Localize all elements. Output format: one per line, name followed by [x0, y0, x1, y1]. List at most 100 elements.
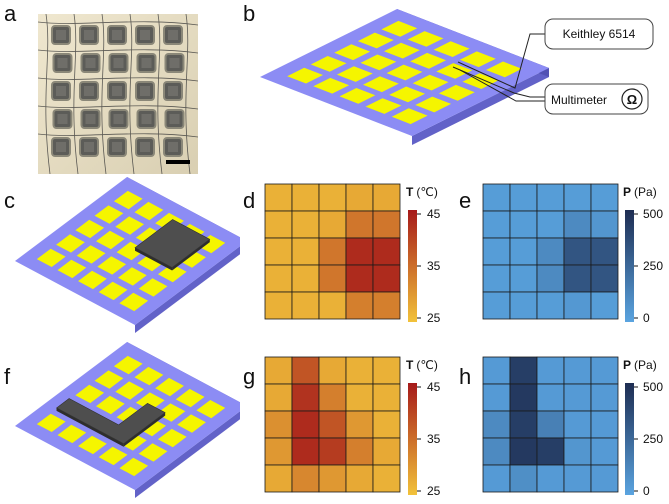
colorbar-gradient — [625, 210, 634, 322]
heatmap-cell — [291, 291, 320, 320]
colorbar-tick-label: 250 — [643, 259, 663, 273]
connection-wires — [452, 33, 545, 102]
sensor-pad — [436, 63, 473, 79]
heatmap-cell — [372, 264, 401, 293]
heatmap-cell — [590, 264, 619, 293]
heatmap-cell — [536, 356, 565, 385]
heatmap-cell — [372, 383, 401, 412]
colorbar-tick-label: 500 — [643, 207, 663, 221]
sensor-pad — [134, 366, 164, 386]
scale-bar — [166, 160, 190, 164]
colorbar-title: P(Pa) — [623, 185, 657, 199]
heatmap-cell — [345, 410, 374, 439]
heatmap-cell — [536, 183, 565, 212]
sensor-pad — [138, 278, 168, 297]
panel-label-g: g — [243, 364, 256, 389]
sensor-pad — [94, 205, 124, 224]
heatmap-cell — [536, 210, 565, 239]
heatmap-g — [264, 356, 401, 493]
heatmap-cell — [590, 410, 619, 439]
heatmap-cell — [264, 210, 293, 239]
heatmap-cell — [509, 464, 538, 493]
heatmap-cell — [482, 410, 511, 439]
ohm-icon — [621, 88, 643, 110]
heatmap-cell — [563, 437, 592, 466]
sensor-pad — [433, 41, 470, 57]
sensor-pad — [313, 77, 350, 94]
heatmap-cell — [563, 356, 592, 385]
multimeter-label: Multimeter — [551, 93, 607, 107]
heatmap-cell — [345, 356, 374, 385]
sensor-pad — [365, 98, 402, 114]
heatmap-cell — [372, 237, 401, 266]
heatmap-cell — [264, 464, 293, 493]
sensor-pad — [94, 370, 124, 389]
heatmap-cell — [536, 291, 565, 320]
sensor-pad — [196, 400, 226, 419]
sensor-device — [15, 342, 240, 498]
sensor-pad — [78, 435, 107, 455]
heatmap-cell — [536, 264, 565, 293]
heatmap-cell — [345, 183, 374, 212]
sensor-pad — [157, 428, 187, 448]
panel-label-f: f — [4, 364, 11, 389]
heatmap-cell — [264, 183, 293, 212]
heatmap-cell — [482, 383, 511, 412]
heatmap-cell — [291, 383, 320, 412]
heatmap-cell — [345, 383, 374, 412]
sensor-pad — [415, 96, 452, 113]
heatmap-cell — [264, 291, 293, 320]
heatmap-h — [482, 356, 619, 493]
sensor-pad — [76, 245, 106, 264]
colorbar-tick-label: 35 — [427, 432, 441, 446]
heatmap-cell — [509, 183, 538, 212]
sensor-pad — [381, 20, 418, 37]
device-diagram-c — [15, 177, 240, 333]
heatmap-cell — [536, 410, 565, 439]
sensor-pad — [36, 248, 66, 267]
heatmap-cell — [372, 410, 401, 439]
device-diagram-b: Keithley 6514 Multimeter Ω — [260, 9, 654, 145]
heatmap-cell — [482, 356, 511, 385]
heatmap-cell — [372, 437, 401, 466]
sensor-pad — [115, 381, 144, 400]
heatmap-cell — [509, 264, 538, 293]
sensor-pad — [98, 281, 128, 301]
sensor-pad — [75, 384, 105, 404]
heatmap-cell — [318, 356, 347, 385]
heatmap-cell — [291, 437, 320, 466]
sensor-pad — [412, 74, 449, 91]
heatmap-cell — [291, 356, 320, 385]
heatmap-cell — [563, 183, 592, 212]
heatmap-cell — [563, 237, 592, 266]
colorbar-tick-label: 25 — [427, 484, 441, 498]
sensor-pad — [310, 56, 347, 72]
heatmap-cell — [264, 356, 293, 385]
heatmap-cell — [509, 437, 538, 466]
colorbar-tick-label: 250 — [643, 432, 663, 446]
heatmap-cell — [536, 464, 565, 493]
device-diagram-f — [15, 342, 240, 498]
panel-label-h: h — [459, 364, 472, 389]
colorbar-tick-label: 35 — [427, 259, 441, 273]
sensor-pad — [384, 42, 420, 59]
keithley-label: Keithley 6514 — [563, 27, 636, 41]
colorbar-tick-label: 25 — [427, 311, 441, 325]
sensor-pad — [56, 234, 85, 253]
heatmap-cell — [264, 264, 293, 293]
heatmap-cell — [563, 291, 592, 320]
sensor-pad — [410, 52, 446, 69]
panel-label-a: a — [4, 1, 17, 26]
heatmap-cell — [509, 291, 538, 320]
panel-label-d: d — [243, 188, 256, 213]
heatmap-d — [264, 183, 401, 320]
heatmap-cell — [345, 291, 374, 320]
heatmap-cell — [318, 210, 347, 239]
heatmap-cell — [291, 264, 320, 293]
colorbar-tick-label: 45 — [427, 380, 441, 394]
heatmap-cell — [318, 383, 347, 412]
heatmap-cell — [563, 464, 592, 493]
sensor-pad — [156, 403, 186, 422]
sensor-pad — [135, 392, 165, 411]
heatmap-cell — [590, 237, 619, 266]
